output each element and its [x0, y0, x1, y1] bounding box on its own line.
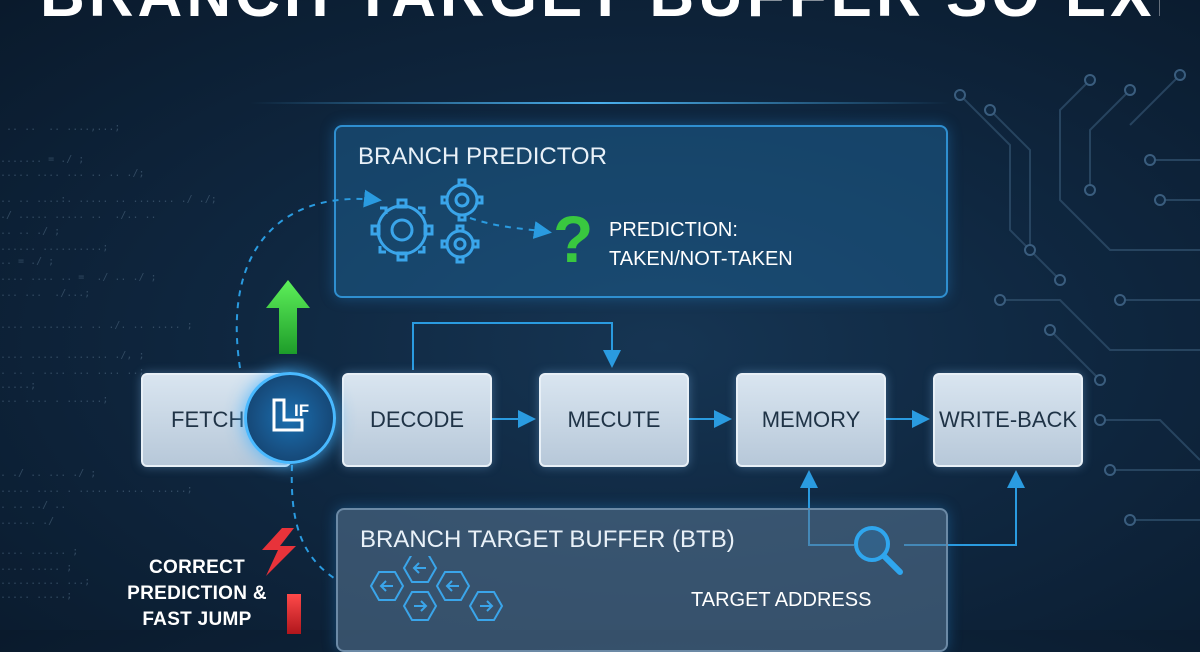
- question-icon: ?: [553, 202, 594, 276]
- page-title: BRANCH TARGET BUFFER SO EXIST?: [40, 0, 1160, 31]
- branch-predictor-title: BRANCH PREDICTOR: [358, 143, 607, 170]
- branch-predictor-panel: BRANCH PREDICTOR: [334, 125, 948, 298]
- headline-glow-line: [250, 102, 950, 104]
- hexagon-arrows-icon: [369, 556, 504, 621]
- red-bar: [287, 594, 301, 634]
- stage-decode: DECODE: [342, 373, 492, 467]
- callout-text: CORRECT PREDICTION & FAST JUMP: [112, 555, 282, 633]
- lightning-icon: [262, 528, 296, 576]
- prediction-value: TAKEN/NOT-TAKEN: [609, 248, 793, 270]
- stage-write-back: WRITE-BACK: [933, 373, 1083, 467]
- callout-line-2: PREDICTION &: [127, 583, 267, 604]
- instruction-fetch-icon: [244, 372, 336, 464]
- up-arrow-icon: [266, 280, 310, 354]
- gears-icon: [370, 178, 484, 264]
- stage-memory: MEMORY: [736, 373, 886, 467]
- btb-title: BRANCH TARGET BUFFER (BTB): [360, 526, 735, 553]
- fetch-badge-label: IF: [294, 401, 310, 420]
- fetch-bracket-icon: [272, 398, 304, 432]
- btb-panel: BRANCH TARGET BUFFER (BTB): [336, 508, 948, 652]
- prediction-label: PREDICTION:: [609, 219, 738, 241]
- callout-line-3: FAST JUMP: [142, 609, 252, 630]
- callout-line-1: CORRECT: [148, 557, 246, 578]
- btb-target-label: TARGET ADDRESS: [691, 589, 872, 611]
- circuit-traces: [954, 69, 1200, 526]
- magnifier-icon: [854, 526, 903, 575]
- stage-execute: MECUTE: [539, 373, 689, 467]
